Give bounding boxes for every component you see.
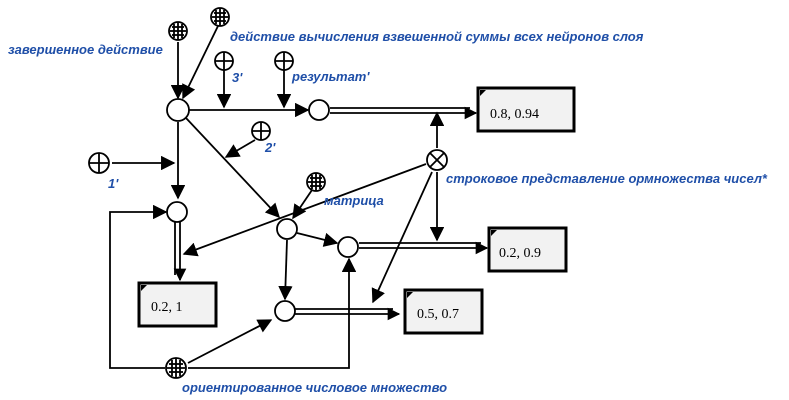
node-right — [337, 236, 359, 258]
edge-cross-to-box-bottom — [371, 171, 433, 304]
value-text: 0.8, 0.94 — [490, 107, 539, 122]
label-string-representation: строковое представление ормножества чисе… — [446, 171, 768, 186]
edge-oriented-to-right — [188, 257, 357, 369]
value-box-bottom-mid: 0.5, 0.7 — [403, 288, 484, 335]
plus-node-1prime — [88, 152, 110, 174]
edge-cross-to-box-left — [182, 163, 427, 257]
node-left — [166, 201, 188, 223]
value-box-mid-right: 0.2, 0.9 — [487, 226, 568, 273]
label-matrix: матрица — [324, 193, 384, 208]
edge-main-to-middle — [185, 117, 280, 219]
label-result-prime: результат' — [291, 69, 370, 84]
node-bottom — [274, 300, 296, 322]
plus-node-2prime — [251, 121, 271, 141]
edge-oriented-to-left — [109, 204, 168, 369]
label-2prime: 2' — [264, 140, 276, 155]
label-1prime: 1' — [108, 176, 119, 191]
edge-2prime — [224, 139, 256, 158]
cross-node-string-repr — [426, 149, 448, 171]
grid-node-completed — [168, 21, 188, 41]
value-edges — [173, 106, 489, 321]
edges — [109, 25, 445, 369]
grid-node-weighted — [210, 7, 230, 27]
edge-middle-to-right — [296, 232, 339, 247]
label-oriented-numeric-set: ориентированное числовое множество — [182, 380, 447, 395]
label-completed-action: завершенное действие — [8, 42, 163, 57]
edge-oriented-to-bottom — [187, 319, 273, 364]
node-middle — [276, 218, 298, 240]
grid-node-matrix — [306, 172, 326, 192]
node-result — [308, 99, 330, 121]
node-main-action — [166, 98, 190, 122]
value-text: 0.5, 0.7 — [417, 307, 459, 322]
edge-matrix-to-middle — [292, 189, 313, 220]
value-box-bottom-left: 0.2, 1 — [137, 281, 218, 328]
value-text: 0.2, 1 — [151, 300, 183, 315]
grid-node-oriented-set — [165, 357, 187, 379]
edge-middle-to-bottom — [278, 239, 293, 301]
label-3prime: 3' — [232, 70, 243, 85]
plus-node-result-prime — [274, 51, 294, 71]
edge-weighted-to-main — [182, 25, 219, 100]
label-weighted-sum-action: действие вычисления взвешенной суммы все… — [230, 29, 644, 44]
value-box-top-right: 0.8, 0.94 — [476, 86, 576, 133]
value-text: 0.2, 0.9 — [499, 246, 541, 261]
plus-node-3prime — [214, 51, 234, 71]
